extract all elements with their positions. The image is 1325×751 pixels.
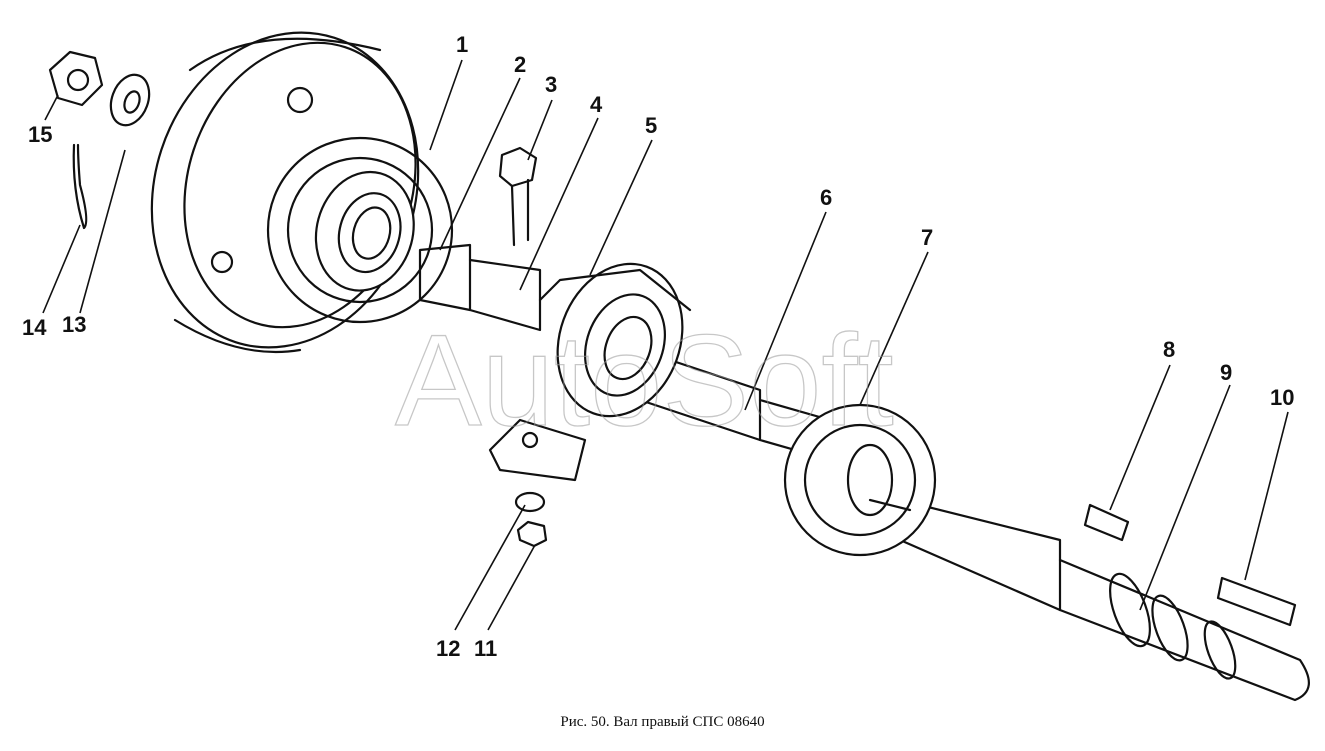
cotter-pin: [72, 143, 88, 230]
callout-8: 8: [1163, 337, 1175, 362]
callout-5: 5: [645, 113, 657, 138]
shaft: [418, 243, 1310, 702]
sprocket-teeth: [266, 136, 454, 324]
bolt: [498, 146, 538, 247]
leader-lines: [42, 59, 1289, 631]
drum-hub-with-sprocket: [150, 31, 454, 354]
callout-9: 9: [1220, 360, 1232, 385]
callout-6: 6: [820, 185, 832, 210]
washer: [109, 73, 151, 127]
callout-2: 2: [514, 52, 526, 77]
small-sprocket: [783, 403, 937, 557]
callout-15: 15: [28, 122, 52, 147]
callout-14: 14: [22, 315, 47, 340]
nut-and-washer: [514, 491, 548, 548]
callout-1: 1: [456, 32, 468, 57]
callout-7: 7: [921, 225, 933, 250]
key-10: [1216, 576, 1297, 627]
callout-11: 11: [474, 636, 497, 661]
callout-10: 10: [1270, 385, 1294, 410]
callout-numbers: 1 2 3 4 5 6 7 8 9 10 11 12 13 14 15: [22, 32, 1294, 661]
key-8: [1083, 503, 1130, 542]
callout-12: 12: [436, 636, 460, 661]
bearing-housing: [488, 262, 692, 482]
castle-nut: [48, 50, 104, 107]
figure-caption: Рис. 50. Вал правый СПС 08640: [560, 714, 765, 730]
watermark: AutoSoft: [395, 307, 894, 453]
callout-4: 4: [590, 92, 603, 117]
callout-13: 13: [62, 312, 86, 337]
callout-3: 3: [545, 72, 557, 97]
